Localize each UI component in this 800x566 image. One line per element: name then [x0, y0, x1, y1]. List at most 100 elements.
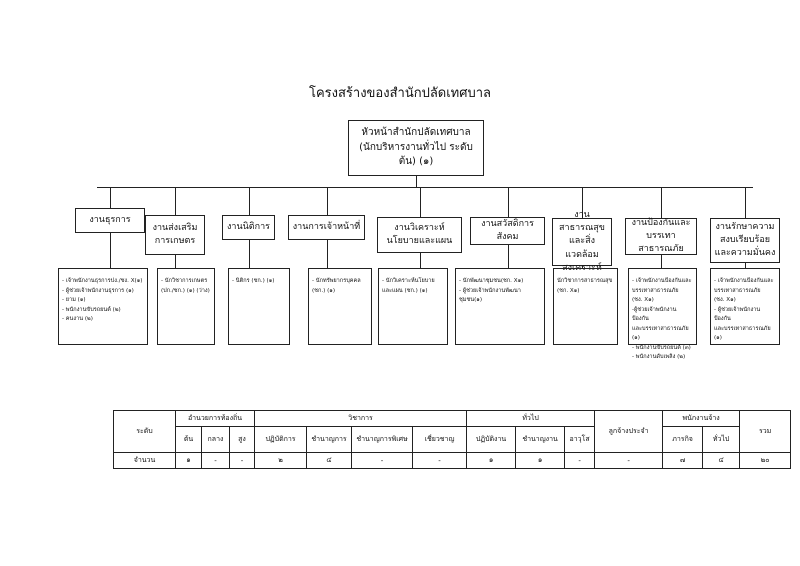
connector: [175, 187, 177, 215]
connector: [175, 255, 177, 268]
section-box: งานการเจ้าหน้าที่: [288, 215, 365, 240]
connector: [745, 263, 747, 268]
connector: [419, 187, 421, 217]
count-cell: ๑: [515, 452, 566, 469]
staff-box: - นิติกร (ชก.) (๑): [228, 268, 290, 345]
staff-item: - เจ้าพนักงานป้องกันและ: [632, 278, 692, 284]
staff-box: นักวิชาการสาธารณสุข (ชก. X๑): [553, 268, 618, 345]
staff-item: - ผู้ช่วยเจ้าพนักงานธุรการ (๑): [62, 287, 134, 294]
level-header: สูง: [228, 426, 256, 453]
staff-item: (ชก. X๑): [557, 287, 580, 294]
staff-item: - พนักงานขับรถยนต์ (๒): [62, 306, 121, 313]
staff-item: - นักทรัพยากรบุคคล: [312, 278, 361, 284]
connector: [416, 176, 418, 187]
head-subtitle: (นักบริหารงานทั่วไป ระดับต้น) (๑): [359, 141, 473, 168]
section-label: งานสวัสดิการสังคม: [481, 218, 534, 242]
connector: [661, 255, 663, 268]
staff-item: - เจ้าพนักงานป้องกันและ: [714, 278, 774, 284]
connector: [110, 233, 112, 268]
level-header: ภารกิจ: [662, 426, 704, 453]
level-header: กลาง: [201, 426, 230, 453]
staff-item: (ชง. X๑): [632, 297, 654, 303]
level-header: เชี่ยวชาญ: [412, 426, 468, 453]
group-header: พนักงานจ้าง: [662, 410, 741, 427]
head-title: หัวหน้าสำนักปลัดเทศบาล: [361, 127, 471, 139]
section-label: งานสาธารณสุขและสิ่งแวดล้อม สงเคราะห์: [559, 210, 605, 272]
count-cell: -: [201, 452, 230, 469]
connector: [582, 266, 584, 268]
staff-item: - นักวิชาการเกษตร: [161, 278, 208, 284]
section-label: งานธุรการ: [89, 214, 131, 225]
staff-item: - นิติกร (ชก.) (๑): [232, 278, 275, 284]
count-label: จำนวน: [113, 452, 176, 469]
count-cell: ๔: [306, 452, 353, 469]
level-header: อาวุโส: [564, 426, 596, 453]
level-header: ปฏิบัติงาน: [466, 426, 517, 453]
count-cell: -: [594, 452, 664, 469]
staff-item: และบรรเทาสาธารณภัย (๑): [714, 325, 771, 342]
section-box: งานนิติการ: [222, 215, 275, 240]
section-box: งานวิเคราะห์นโยบายและแผน: [377, 217, 462, 253]
count-cell: -: [564, 452, 596, 469]
staff-item: (ชง. X๑): [714, 297, 736, 303]
page-title: โครงสร้างของสำนักปลัดเทศบาล: [308, 86, 492, 101]
level-header: ชำนาญงาน: [515, 426, 566, 453]
section-box: งานสาธารณสุขและสิ่งแวดล้อม สงเคราะห์: [552, 210, 612, 273]
connector: [745, 187, 747, 218]
count-cell: ๑: [466, 452, 517, 469]
head-box: หัวหน้าสำนักปลัดเทศบาล (นักบริหารงานทั่ว…: [348, 120, 484, 176]
count-cell: -: [412, 452, 468, 469]
staff-box: - เจ้าพนักงานป้องกันและบรรเทาสาธารณภัย (ช…: [710, 268, 780, 345]
staff-box: - นักวิเคราะห์นโยบายและแผน (ชก.) (๑): [378, 268, 448, 345]
row-header: ระดับ: [113, 410, 176, 453]
connector: [110, 187, 112, 208]
staff-item: (ปก./ชก.) (๑) (ว่าง): [161, 287, 210, 294]
staff-item: บรรเทาสาธารณภัย: [632, 287, 679, 294]
section-box: งานป้องกันและบรรเทาสาธารณภัย: [625, 218, 697, 255]
count-cell: ๑: [175, 452, 202, 469]
level-header: ทั่วไป: [702, 426, 741, 453]
staff-item: ชุมชน(๑): [459, 297, 483, 303]
staff-box: - นักวิชาการเกษตร (ปก./ชก.) (๑) (ว่าง): [157, 268, 215, 345]
staff-item: บรรเทาสาธารณภัย: [714, 287, 761, 294]
staff-item: และบรรเทาสาธารณภัย (๑): [632, 325, 689, 342]
connector: [661, 187, 663, 218]
section-box: งานธุรการ: [75, 208, 145, 233]
staff-box: - นักพัฒนาชุมชน(ชก. X๑)- ผู้ช่วยเจ้าพนัก…: [455, 268, 545, 345]
connector: [248, 240, 250, 268]
section-box: งานส่งเสริมการเกษตร: [145, 215, 205, 255]
connector: [582, 187, 584, 218]
count-cell: ๒๐: [739, 452, 792, 469]
section-box: งานรักษาความสงบเรียบร้อยและความมั่นคง: [710, 218, 780, 263]
staff-item: - เจ้าพนักงานธุรการปง./ชง. X(๑): [62, 278, 143, 284]
level-header: ปฏิบัติการ: [254, 426, 308, 453]
staff-box: - เจ้าพนักงานธุรการปง./ชง. X(๑) - ผู้ช่วย…: [58, 268, 148, 345]
section-box: งานสวัสดิการสังคม: [470, 217, 545, 245]
section-label: งานรักษาความสงบเรียบร้อยและความมั่นคง: [714, 221, 776, 259]
staff-item: และแผน (ชก.) (๑): [382, 287, 428, 294]
staff-item: - ยาม (๑): [62, 297, 86, 303]
count-cell: ๗: [662, 452, 704, 469]
connector-horizontal: [97, 187, 753, 189]
staff-item: (ชก.) (๑): [312, 287, 336, 294]
connector: [419, 253, 421, 268]
level-header: ชำนาญการพิเศษ: [351, 426, 414, 453]
count-cell: ๔: [702, 452, 741, 469]
staff-box: - นักทรัพยากรบุคคล (ชก.) (๑): [308, 268, 372, 345]
staff-item: - นักพัฒนาชุมชน(ชก. X๑): [459, 278, 524, 284]
staff-summary-table: ระดับ อำนวยการท้องถิ่น วิชาการ ทั่วไป ลู…: [113, 410, 792, 469]
connector: [326, 240, 328, 268]
section-label: งานการเจ้าหน้าที่: [292, 221, 361, 232]
group-header: อำนวยการท้องถิ่น: [174, 410, 256, 427]
staff-item: นักวิชาการสาธารณสุข: [557, 278, 613, 284]
connector: [507, 187, 509, 217]
staff-box: - เจ้าพนักงานป้องกันและบรรเทาสาธารณภัย (ช…: [628, 268, 697, 360]
level-header: ต้น: [175, 426, 202, 453]
staff-item: - พนักงานขับรถยนต์ (๓): [632, 344, 691, 351]
count-cell: -: [228, 452, 256, 469]
connector: [248, 187, 250, 215]
count-cell: ๒: [254, 452, 308, 469]
staff-item: -ผู้ช่วยเจ้าพนักงานป้องกัน: [632, 306, 677, 323]
group-header: รวม: [739, 410, 792, 453]
staff-item: - ผู้ช่วยเจ้าพนักงานป้องกัน: [714, 306, 761, 323]
